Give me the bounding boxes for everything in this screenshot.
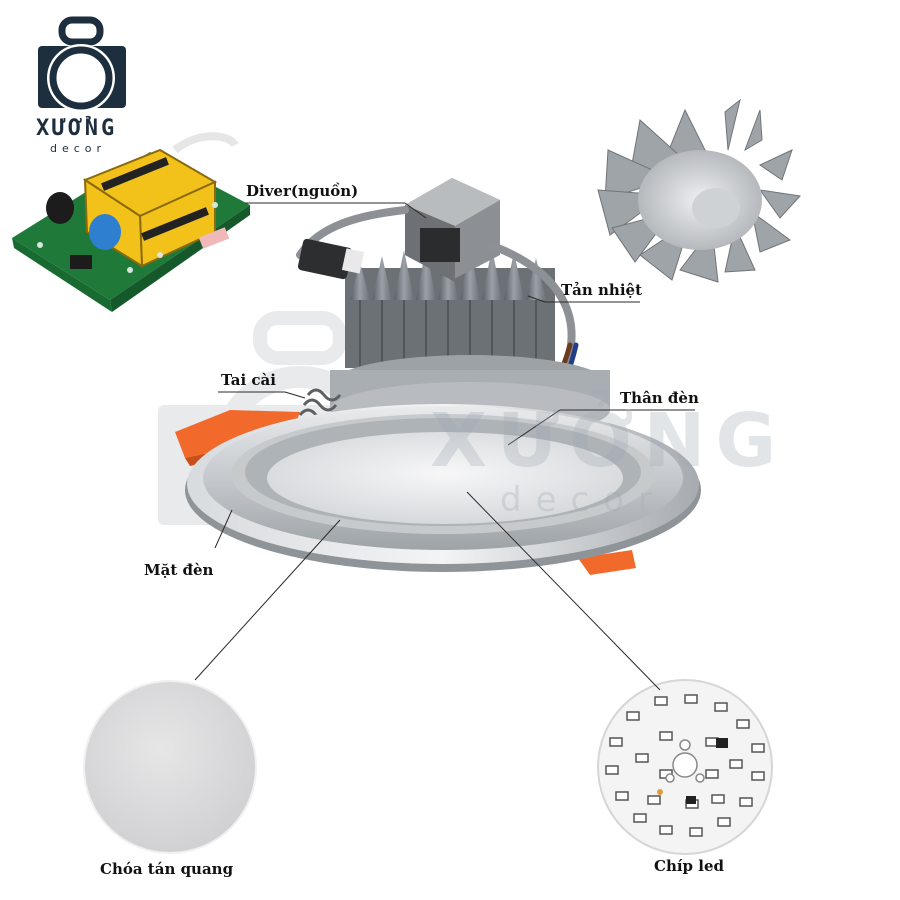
heatsink-fins (345, 246, 555, 368)
brand-name: XƯỞNG (36, 116, 118, 141)
label-body: Thân đèn (620, 389, 699, 407)
label-face: Mặt đèn (144, 561, 214, 579)
driver-pcb-image (12, 132, 250, 312)
brand-logo-mark (38, 16, 126, 112)
watermark-subtext: decor (500, 480, 666, 520)
label-chip: Chíp led (654, 857, 724, 875)
led-chip-board (597, 679, 773, 855)
label-driver: Diver(nguồn) (246, 182, 359, 200)
driver-box (405, 178, 500, 282)
connector-plug (297, 238, 365, 280)
lens-face (267, 432, 623, 524)
brand-subtitle: decor (50, 142, 107, 155)
label-clip: Tai cài (221, 371, 276, 389)
label-diffuser: Chóa tán quang (100, 860, 234, 878)
heatsink-image (597, 98, 801, 283)
diffuser-disc (83, 680, 257, 854)
leader-lines (194, 202, 695, 691)
label-heatsink: Tản nhiệt (561, 281, 642, 299)
watermark-text: XƯỞNG (430, 398, 787, 484)
